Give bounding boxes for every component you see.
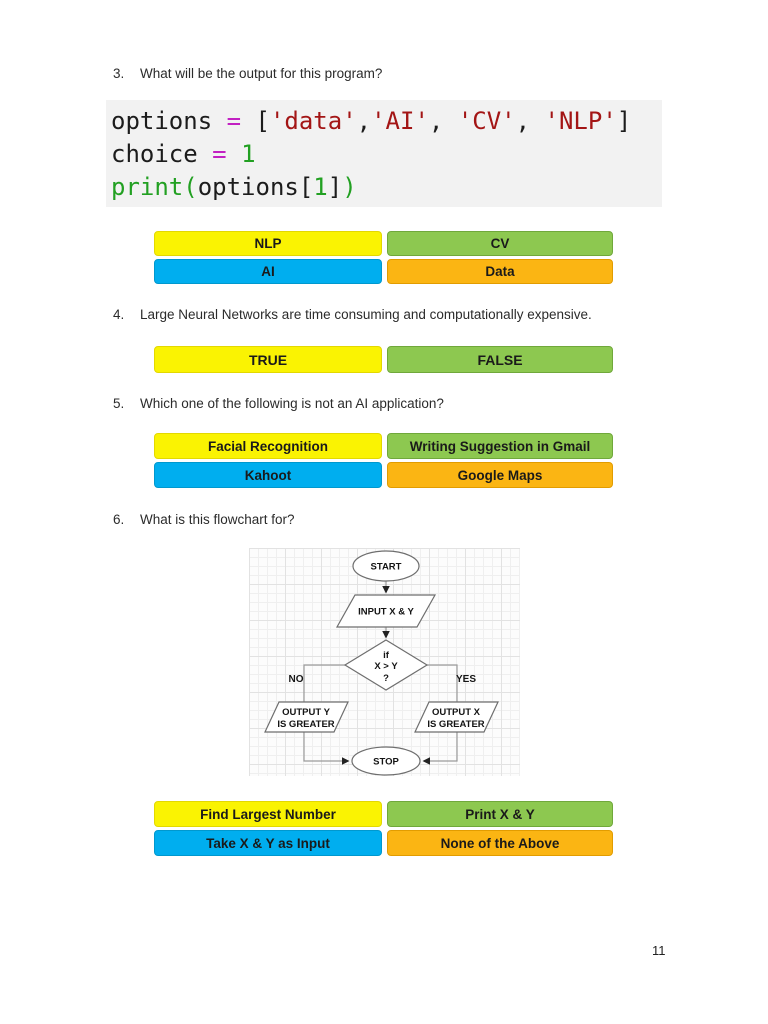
- flowchart-output-y-label: OUTPUT Y: [282, 707, 331, 718]
- question-number: 6.: [113, 512, 125, 527]
- flowchart-output-y-label: IS GREATER: [277, 719, 334, 730]
- flowchart-output-y-node: [264, 701, 349, 733]
- code-line: options = ['data','AI', 'CV', 'NLP']: [111, 107, 632, 135]
- answer-option: Facial Recognition: [154, 433, 382, 459]
- code-line: choice = 1: [111, 140, 256, 168]
- question-3: 3. What will be the output for this prog…: [113, 66, 382, 81]
- question-number: 5.: [113, 396, 125, 411]
- code-line: print(options[1]): [111, 173, 357, 201]
- answer-option: NLP: [154, 231, 382, 256]
- question-text: Large Neural Networks are time consuming…: [140, 307, 592, 322]
- question-text: What will be the output for this program…: [140, 66, 383, 81]
- answer-option: None of the Above: [387, 830, 613, 856]
- flow-arrow: [422, 732, 458, 765]
- question-number: 4.: [113, 307, 125, 322]
- question-6-options: Find Largest Number Print X & Y Take X &…: [154, 801, 613, 856]
- flowchart-start-label: START: [371, 562, 402, 573]
- flowchart-start-node: [352, 550, 420, 582]
- flowchart-decision-node: [343, 639, 429, 691]
- question-text: Which one of the following is not an AI …: [140, 396, 444, 411]
- question-text: What is this flowchart for?: [140, 512, 295, 527]
- flowchart-output-x-node: [414, 701, 499, 733]
- flowchart-image: START INPUT X & Y if X > Y ? NO YES OUTP…: [249, 548, 520, 776]
- answer-option: Writing Suggestion in Gmail: [387, 433, 613, 459]
- answer-option: Find Largest Number: [154, 801, 382, 827]
- question-5: 5. Which one of the following is not an …: [113, 396, 444, 411]
- python-code-block: options = ['data','AI', 'CV', 'NLP'] choi…: [106, 100, 662, 207]
- question-5-options: Facial Recognition Writing Suggestion in…: [154, 433, 613, 488]
- answer-option: Data: [387, 259, 613, 284]
- flowchart-decision-label: ?: [383, 673, 389, 684]
- flowchart-yes-label: YES: [456, 674, 476, 685]
- question-3-options: NLP CV AI Data: [154, 231, 613, 284]
- flowchart-stop-label: STOP: [373, 757, 399, 768]
- flowchart-output-x-label: OUTPUT X: [432, 707, 481, 718]
- answer-option: TRUE: [154, 346, 382, 373]
- flow-arrow: [303, 732, 350, 765]
- answer-option: Print X & Y: [387, 801, 613, 827]
- answer-option: Google Maps: [387, 462, 613, 488]
- page-number: 11: [652, 943, 666, 958]
- flowchart-output-x-label: IS GREATER: [427, 719, 484, 730]
- answer-option: Kahoot: [154, 462, 382, 488]
- question-4: 4. Large Neural Networks are time consum…: [113, 307, 592, 322]
- question-4-options: TRUE FALSE: [154, 346, 613, 373]
- flowchart-no-label: NO: [289, 674, 304, 685]
- answer-option: Take X & Y as Input: [154, 830, 382, 856]
- answer-option: FALSE: [387, 346, 613, 373]
- flowchart-svg: START INPUT X & Y if X > Y ? NO YES OUTP…: [264, 550, 499, 776]
- flowchart-decision-label: if: [383, 650, 390, 661]
- flowchart-input-node: [335, 594, 437, 628]
- flowchart-stop-node: [351, 746, 421, 776]
- flowchart-input-label: INPUT X & Y: [358, 607, 414, 618]
- answer-option: AI: [154, 259, 382, 284]
- answer-option: CV: [387, 231, 613, 256]
- question-number: 3.: [113, 66, 125, 81]
- flow-branch-yes: [427, 664, 458, 702]
- flow-branch-no: [303, 664, 345, 702]
- question-6: 6. What is this flowchart for?: [113, 512, 295, 527]
- flowchart-decision-label: X > Y: [374, 661, 398, 672]
